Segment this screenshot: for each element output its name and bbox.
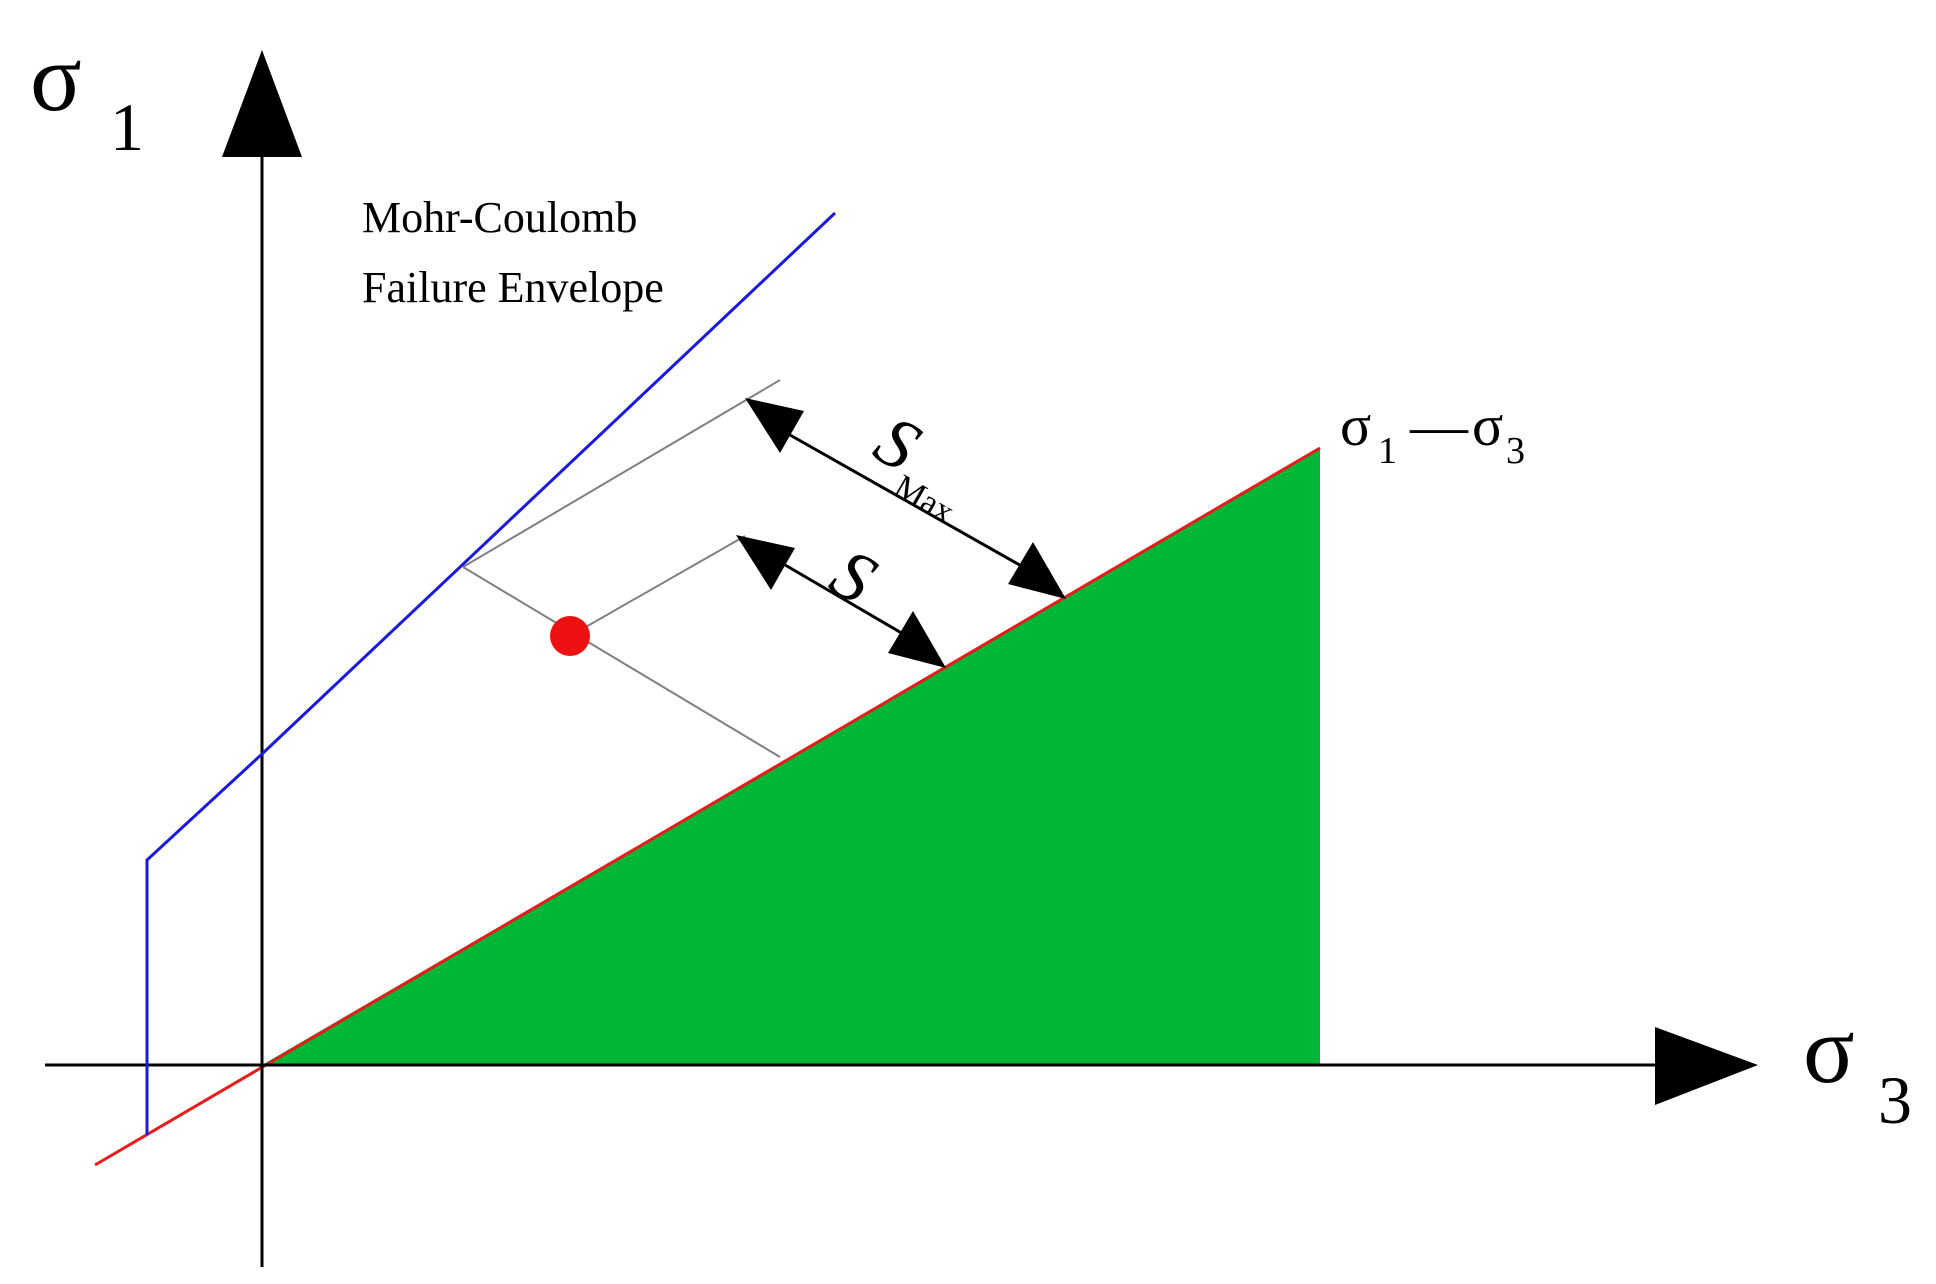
diagonal-sigma1: σ bbox=[1340, 393, 1371, 458]
stress-point bbox=[550, 616, 590, 656]
diagonal-label: σ 1 — σ 3 bbox=[1340, 393, 1525, 472]
construction-lines bbox=[462, 379, 781, 758]
sigma1-symbol: σ bbox=[30, 24, 82, 131]
sigma1-subscript: 1 bbox=[110, 89, 144, 165]
normal-line-envelope bbox=[462, 566, 781, 758]
sigma3-subscript: 3 bbox=[1878, 1062, 1912, 1138]
s-arrowhead-start bbox=[736, 535, 795, 590]
diagonal-sub3: 3 bbox=[1506, 430, 1525, 472]
sigma3-symbol: σ bbox=[1803, 996, 1855, 1103]
diagonal-sub1: 1 bbox=[1378, 430, 1397, 472]
hydrostatic-line bbox=[94, 446, 1321, 1167]
s-arrow bbox=[736, 535, 946, 668]
smax-arrowhead-start bbox=[745, 398, 804, 453]
smax-arrow bbox=[745, 398, 1066, 599]
failure-envelope-line bbox=[145, 211, 837, 1135]
smax-label: S Max bbox=[855, 400, 989, 532]
sigma1-axis-label: σ 1 bbox=[30, 24, 144, 165]
s-symbol: S bbox=[818, 533, 889, 620]
sigma1-axis-arrowhead bbox=[222, 50, 302, 157]
envelope-label-line1: Mohr-Coulomb bbox=[362, 193, 637, 242]
parallel-line-current bbox=[569, 535, 746, 637]
sigma3-axis-label: σ 3 bbox=[1803, 996, 1912, 1138]
smax-symbol: S bbox=[862, 400, 933, 487]
svg-text:S Max: S Max bbox=[855, 400, 989, 532]
s-arrowhead-end bbox=[888, 611, 946, 668]
smax-arrowhead-end bbox=[1008, 542, 1066, 599]
s-label: S bbox=[818, 533, 889, 620]
envelope-label-line2: Failure Envelope bbox=[362, 263, 664, 312]
sigma3-axis-arrowhead bbox=[1655, 1027, 1758, 1105]
diagonal-minus: — bbox=[1409, 393, 1469, 458]
parallel-line-max bbox=[462, 379, 781, 568]
smax-subscript: Max bbox=[888, 468, 960, 531]
diagonal-sigma3: σ bbox=[1472, 393, 1503, 458]
